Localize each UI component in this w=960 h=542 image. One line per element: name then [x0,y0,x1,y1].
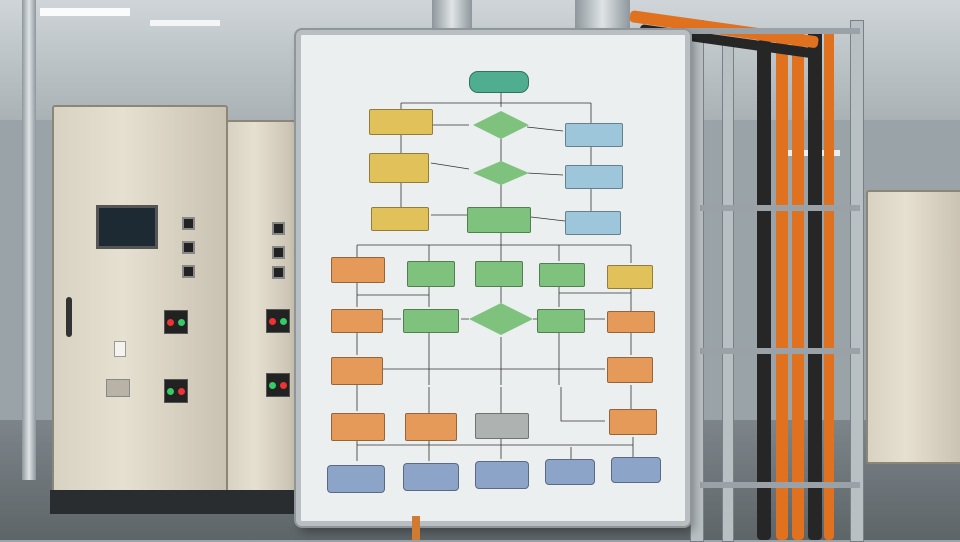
flow-process-node [537,309,585,333]
cabinet-switch [182,241,195,254]
flow-process-node [475,261,523,287]
orange-cable [824,30,834,540]
flow-end-node [327,465,385,493]
flowchart-whiteboard [296,30,690,526]
ceiling-light [40,8,130,16]
cabinet-switch [272,222,285,235]
flow-process-node [475,413,529,439]
indicator-pair [164,310,188,334]
black-cable [808,30,822,540]
flow-process-node [405,413,457,441]
rack-rung [700,482,860,488]
flow-end-node [475,461,529,489]
flow-process-node [467,207,531,233]
flow-process-node [331,413,385,441]
flow-process-node [539,263,585,287]
flow-process-node [565,123,623,147]
flow-decision-node-lower [469,319,533,335]
flow-decision-node-lower [473,173,529,185]
cabinet-switch [182,217,195,230]
flow-decision-node-lower [473,125,529,139]
flow-process-node [331,257,385,283]
flow-start-node [469,71,529,93]
flow-process-node [369,109,433,135]
cable-rack-frame [722,40,734,542]
electrical-cabinet-far-right [866,190,960,464]
cabinet-socket [114,341,126,357]
rack-rung [700,205,860,211]
flow-process-node [331,357,383,385]
cabinet-switch [272,246,285,259]
flowchart-connectors [356,93,634,461]
ceiling-light [150,20,220,26]
rack-rung [700,348,860,354]
orange-cable [776,30,788,540]
flow-end-node [611,457,661,483]
cabinet-door-handle [66,297,72,337]
board-stand [412,516,420,540]
cabinet-base [50,490,294,514]
cable-rack-frame [690,20,704,542]
flow-process-node [607,357,653,383]
indicator-pair [266,309,290,333]
electrical-cabinet-left [52,105,228,499]
flow-process-node [609,409,657,435]
flow-decision-node [473,111,529,125]
flow-end-node [403,463,459,491]
flow-process-node [331,309,383,333]
flow-process-node [607,311,655,333]
cabinet-display [96,205,158,249]
black-cable [757,40,771,540]
flow-process-node [607,265,653,289]
flow-process-node [403,309,459,333]
flow-decision-node [473,161,529,173]
flow-end-node [545,459,595,485]
left-pipe [22,0,36,480]
orange-cable [792,30,804,540]
flow-decision-node [469,303,533,319]
cabinet-switch [272,266,285,279]
cabinet-switch [182,265,195,278]
flow-process-node [369,153,429,183]
flow-process-node [565,211,621,235]
electrical-cabinet-right [226,120,296,494]
flow-process-node [565,165,623,189]
flow-process-node [371,207,429,231]
indicator-pair [266,373,290,397]
indicator-pair [164,379,188,403]
flow-process-node [407,261,455,287]
cable-rack-frame [850,20,864,542]
rack-rung [640,28,860,34]
cabinet-label-plate [106,379,130,397]
